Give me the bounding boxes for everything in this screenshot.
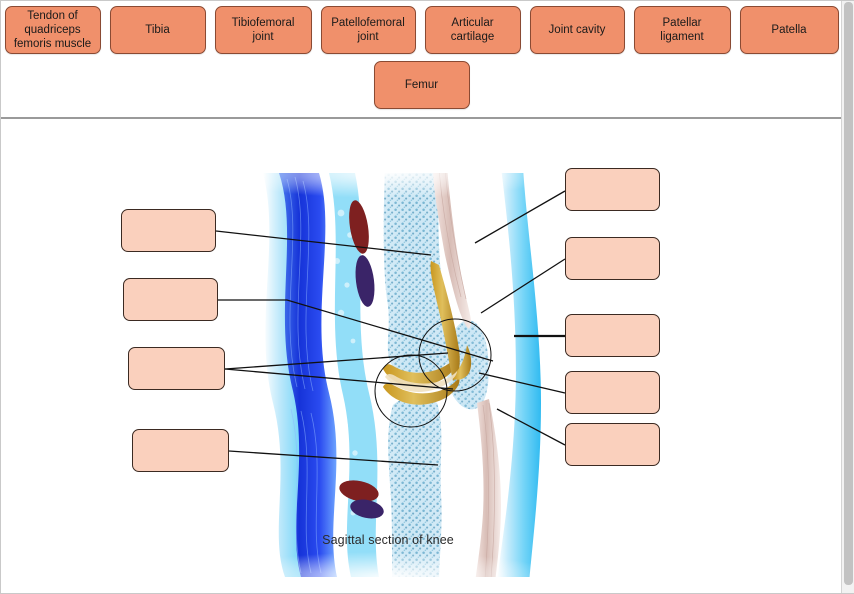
tile-patellar-ligament[interactable]: Patellar ligament [633, 6, 731, 54]
vertical-scrollbar-track[interactable] [841, 1, 854, 593]
tile-tendon-of-quadriceps-femoris-muscle[interactable]: Tendon of quadriceps femoris muscle [4, 6, 101, 54]
tile-joint-cavity[interactable]: Joint cavity [529, 6, 625, 54]
tile-articular-cartilage[interactable]: Articular cartilage [424, 6, 521, 54]
answer-box-left-4[interactable] [132, 429, 229, 472]
top-fade [233, 173, 543, 219]
anterior-skin-right [497, 173, 541, 577]
tile-row-1: Tendon of quadriceps femoris muscle Tibi… [1, 6, 842, 54]
answer-box-right-4[interactable] [565, 371, 660, 414]
diagram-work-area: Sagittal section of knee [1, 121, 842, 593]
tile-row-2: Femur [1, 61, 842, 109]
popliteal-vein [355, 255, 375, 307]
answer-box-left-1[interactable] [121, 209, 216, 252]
sagittal-knee-illustration [233, 173, 543, 577]
answer-box-right-5[interactable] [565, 423, 660, 466]
tile-patellofemoral-joint[interactable]: Patellofemoral joint [320, 6, 416, 54]
vertical-scrollbar-thumb[interactable] [844, 2, 853, 585]
label-tile-bank: Tendon of quadriceps femoris muscle Tibi… [1, 1, 842, 119]
tile-tibia[interactable]: Tibia [109, 6, 206, 54]
answer-box-left-2[interactable] [123, 278, 218, 321]
figure-body [233, 173, 543, 577]
answer-box-right-1[interactable] [565, 168, 660, 211]
answer-box-right-2[interactable] [565, 237, 660, 280]
articular-cartilage-tibial-plateau [383, 377, 460, 405]
tile-tibiofemoral-joint[interactable]: Tibiofemoral joint [214, 6, 312, 54]
tile-femur[interactable]: Femur [373, 61, 470, 109]
bottom-fade [233, 531, 543, 577]
answer-box-left-3[interactable] [128, 347, 225, 390]
answer-box-right-3[interactable] [565, 314, 660, 357]
tile-patella[interactable]: Patella [739, 6, 839, 54]
figure-caption: Sagittal section of knee [322, 533, 454, 547]
distal-vessel [339, 480, 379, 502]
distal-vessel-2 [350, 499, 384, 519]
